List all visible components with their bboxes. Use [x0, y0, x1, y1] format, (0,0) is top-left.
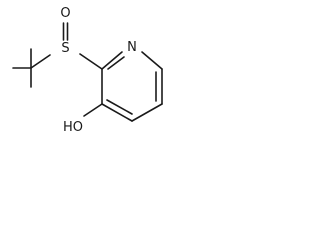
- ring-bond-c4-c3: [101, 103, 133, 122]
- chemical-structure-diagram: S O N HO: [12, 6, 163, 135]
- oxygen-atom-label: O: [60, 6, 70, 21]
- hydroxyl-label: HO: [63, 120, 83, 135]
- ring-bond-c2-n1: [101, 51, 123, 70]
- sulfur-atom-label: S: [61, 41, 69, 56]
- nitrogen-atom-label: N: [127, 40, 137, 55]
- ring-bond-n1-c6: [141, 51, 163, 70]
- bond-carbon-to-sulfur: [30, 54, 51, 69]
- ring-bond-c2-n1-inner: [107, 56, 125, 70]
- bond-sulfur-to-ring: [79, 53, 103, 70]
- pyridine-ring: N: [101, 40, 163, 122]
- ring-bond-c4-c3-inner: [106, 99, 133, 115]
- tert-butyl-group: [12, 48, 32, 88]
- bond-ring-to-hydroxyl: [83, 103, 103, 117]
- ring-bond-c5-c4: [131, 103, 163, 122]
- sulfinyl-group: S O: [30, 6, 103, 70]
- hydroxyl-group: HO: [63, 103, 103, 135]
